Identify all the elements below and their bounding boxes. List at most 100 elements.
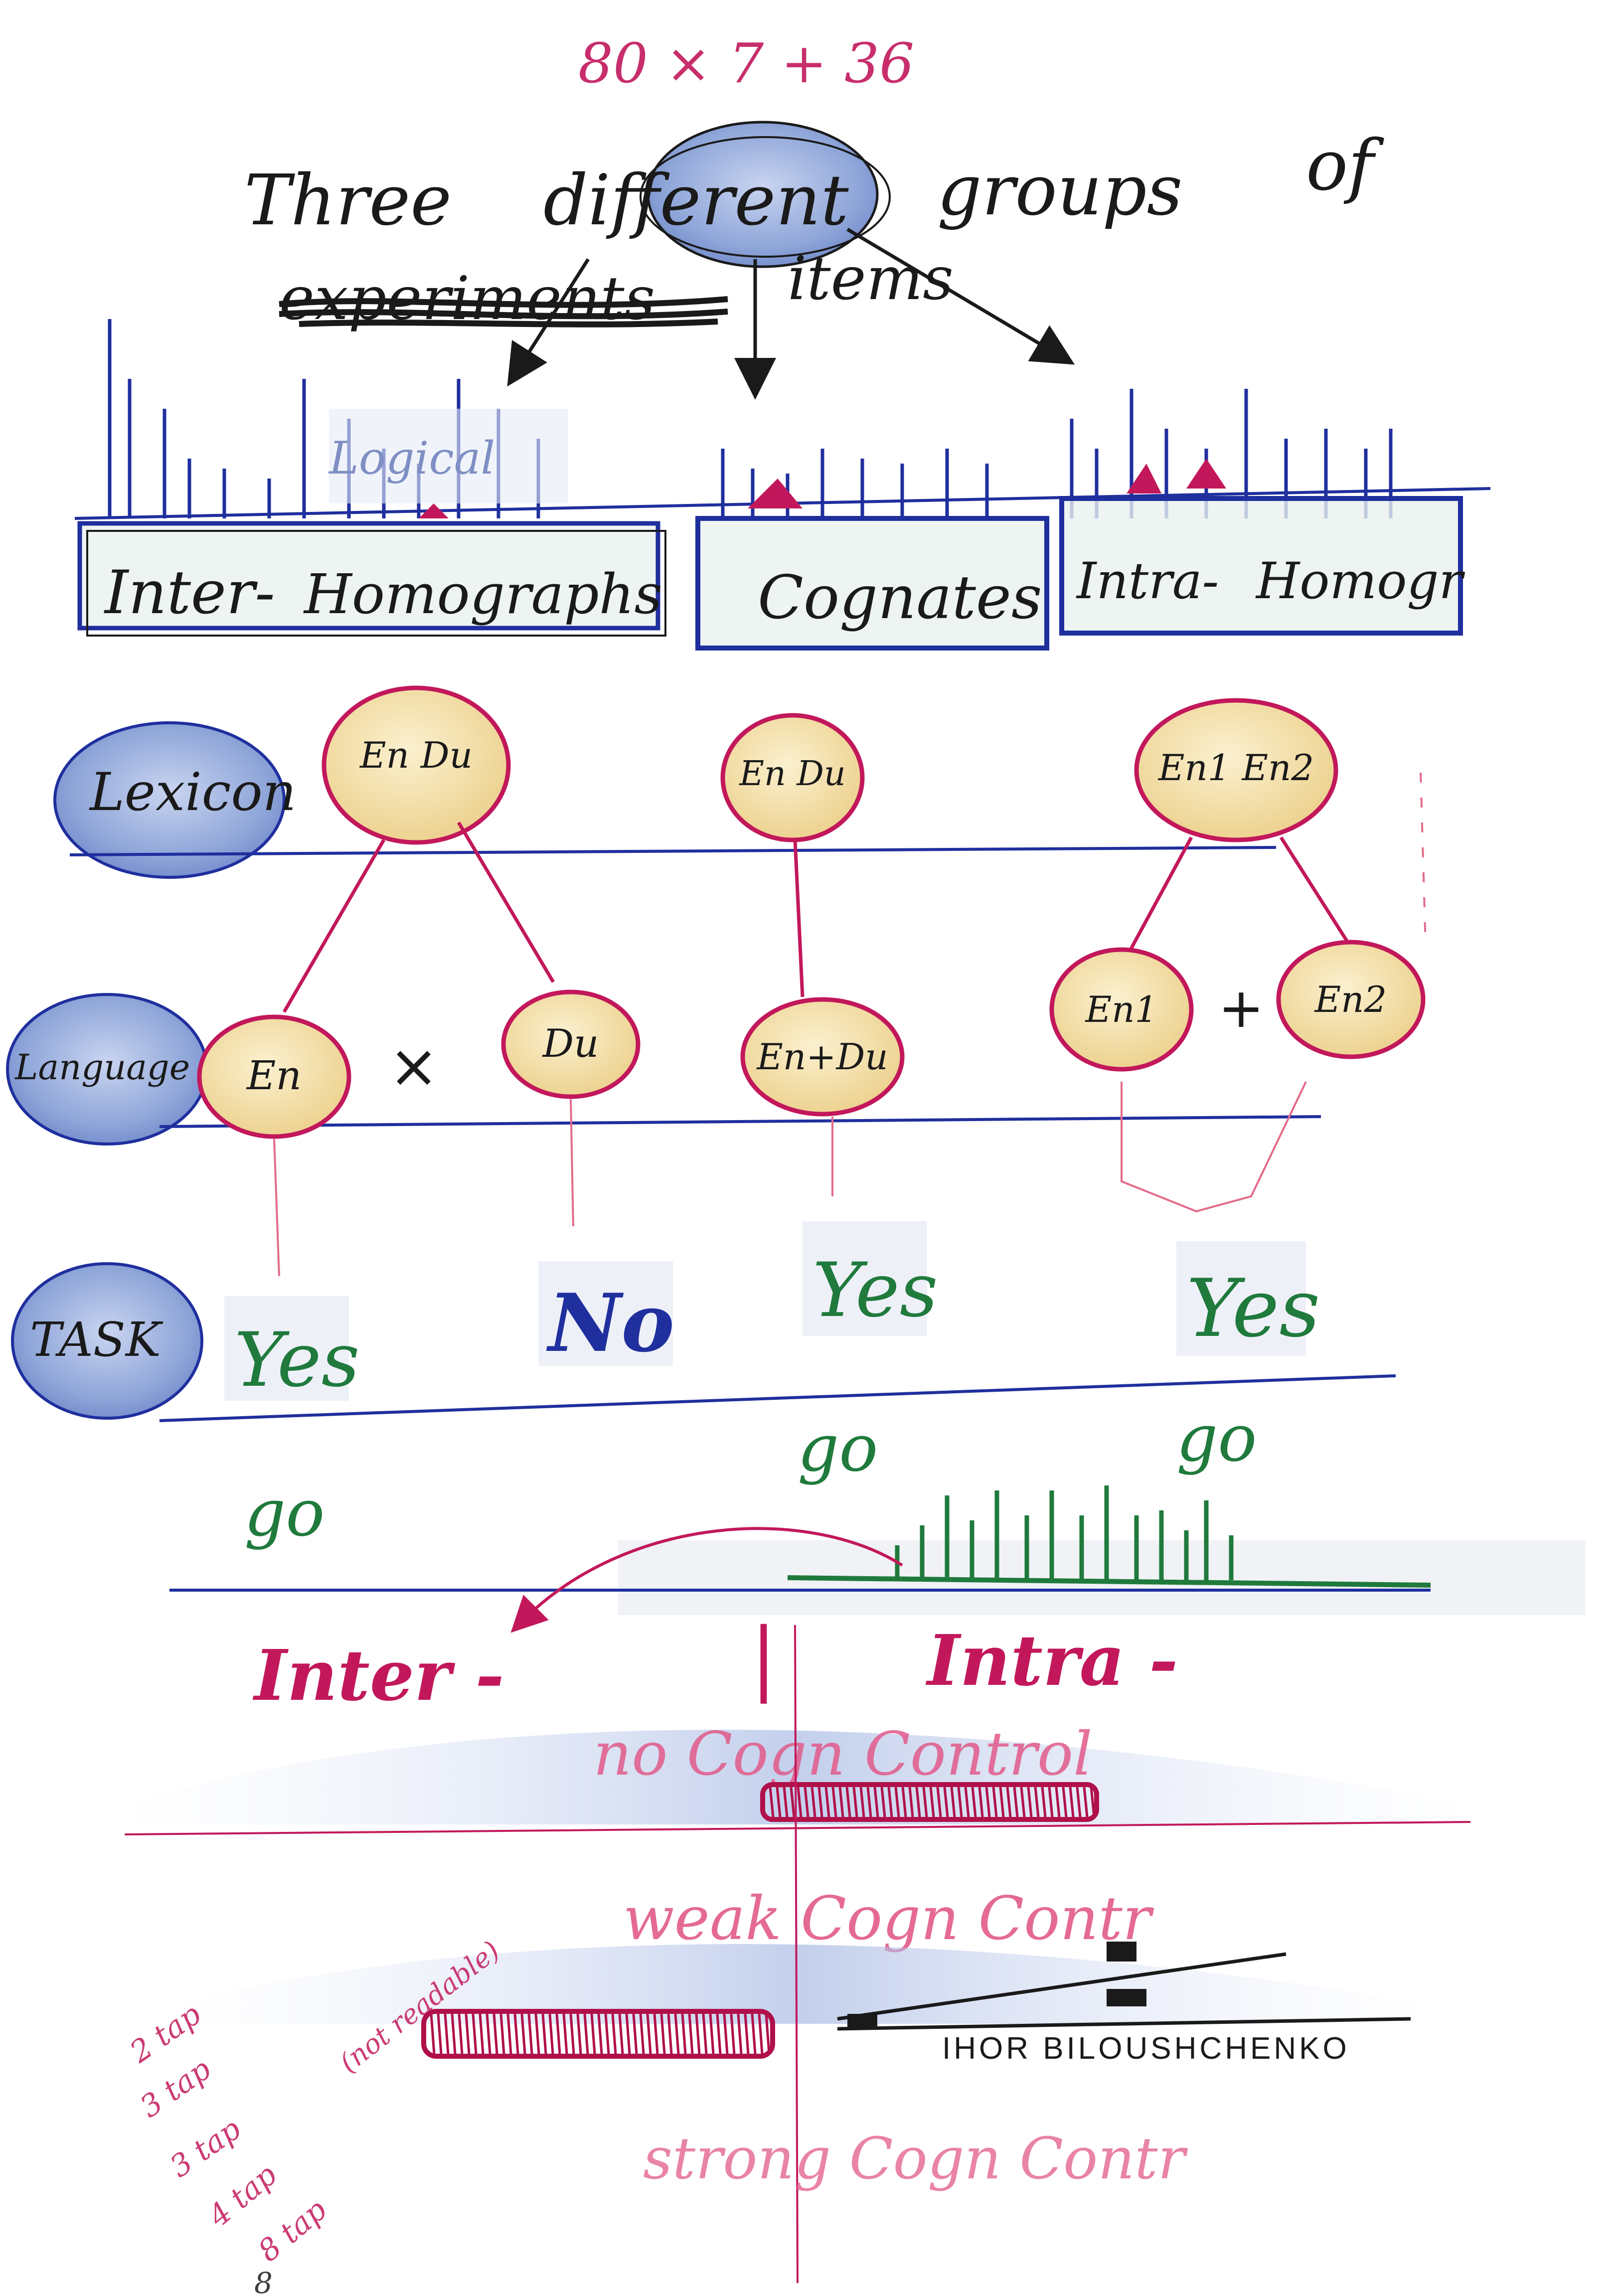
hatch-stroke	[873, 1787, 879, 1817]
hatch-stroke	[681, 2013, 687, 2054]
inter-label: Inter -	[252, 1635, 504, 1717]
task-answer-3: Yes	[812, 1247, 938, 1334]
hatch-stroke	[730, 2013, 736, 2054]
red-spike-marks	[419, 459, 1226, 518]
hatch-stroke	[950, 1787, 956, 1817]
go-label-1: go	[244, 1475, 324, 1551]
hatch-stroke	[625, 2013, 631, 2054]
node-label: Du	[542, 1021, 599, 1066]
hatch-stroke	[790, 1787, 796, 1817]
different-circle-outline	[640, 136, 891, 258]
go-label-2: go	[798, 1410, 878, 1486]
hatch-stroke	[929, 1787, 935, 1817]
answer-wash	[224, 1296, 349, 1401]
hatch-stroke	[548, 2013, 554, 2054]
strike-scribble	[279, 296, 728, 328]
hatch-stroke	[660, 2013, 666, 2054]
row-label-lexicon: Lexicon	[89, 762, 296, 822]
node-label: En Du	[738, 754, 845, 794]
answer-wash	[803, 1221, 927, 1336]
lexicon-node-1: En Du	[322, 685, 511, 845]
hatch-stroke	[1020, 1787, 1026, 1817]
title-word-different: different	[543, 160, 849, 241]
formula-text: 80 × 7 + 36	[578, 31, 914, 95]
lexicon-node-3: En1 En2	[1134, 698, 1338, 842]
hatch-stroke	[810, 1787, 816, 1817]
hatch-stroke	[758, 2013, 764, 2054]
node-circle	[501, 989, 641, 1099]
operator-plus: +	[1218, 976, 1264, 1040]
divider-mark: |	[750, 1611, 777, 1704]
hatch-stroke	[506, 2013, 512, 2054]
hatch-stroke	[859, 1787, 865, 1817]
items-word: items	[788, 244, 954, 314]
hatch-stroke	[541, 2013, 547, 2054]
hatch-stroke	[527, 2013, 533, 2054]
hatch-stroke	[901, 1787, 907, 1817]
hatch-stroke	[646, 2013, 652, 2054]
title-word-three: Three	[244, 160, 452, 241]
hatch-stroke	[667, 2013, 673, 2054]
answer-wash	[1176, 1241, 1306, 1356]
black-marker	[1107, 1989, 1146, 2006]
hatch-stroke	[716, 2013, 722, 2054]
hatch-stroke	[1027, 1787, 1033, 1817]
green-spike-marks	[895, 1485, 1234, 1580]
hatch-stroke	[845, 1787, 851, 1817]
language-node-en1: En1	[1049, 947, 1194, 1072]
lexicon-baseline	[69, 846, 1277, 856]
hatch-stroke	[451, 2013, 457, 2054]
hatch-stroke	[744, 2013, 750, 2054]
inter-arrow	[510, 1527, 903, 1633]
green-timeline	[787, 1575, 1431, 1588]
tape-overlay	[618, 1540, 1585, 1615]
weak-control-label: weak Cogn Contr	[623, 1884, 1154, 1954]
hatch-stroke	[520, 2013, 526, 2054]
node-label: En+Du	[756, 1036, 888, 1078]
margin-note: 4 tap	[201, 2157, 284, 2234]
node-circle	[197, 1014, 351, 1139]
language-node-en: En	[197, 1014, 351, 1139]
hatch-stroke	[688, 2013, 694, 2054]
hatch-stroke	[479, 2013, 485, 2054]
wash-band-1	[125, 1730, 1470, 1824]
title-word-of: of	[1306, 125, 1384, 206]
hatch-stroke	[769, 1787, 775, 1817]
hatch-stroke	[702, 2013, 708, 2054]
strong-baseline	[837, 2017, 1411, 2031]
margin-note: 3 tap	[163, 2112, 247, 2185]
hatch-stroke	[1069, 1787, 1075, 1817]
hatch-stroke	[674, 2013, 680, 2054]
hatch-stroke	[887, 1787, 893, 1817]
task-answer-2: No	[546, 1276, 674, 1370]
overlay-label: Logical	[328, 432, 495, 485]
group-label-b: Cognates	[758, 563, 1042, 633]
hatch-stroke	[534, 2013, 540, 2054]
header: 80 × 7 + 36 Three different groups of ex…	[244, 31, 1384, 400]
hatch-stroke	[776, 1787, 782, 1817]
hatch-stroke	[1062, 1787, 1068, 1817]
hatch-stroke	[943, 1787, 949, 1817]
group-label-b: Homographs	[303, 562, 662, 626]
margin-note: 8	[254, 2266, 273, 2296]
hatch-stroke	[569, 2013, 575, 2054]
node-label: En	[246, 1052, 302, 1099]
node-label: En1 En2	[1157, 747, 1314, 789]
hatch-stroke	[723, 2013, 729, 2054]
hatch-stroke	[1048, 1787, 1054, 1817]
hatch-stroke	[695, 2013, 701, 2054]
no-control-line	[124, 1821, 1471, 1835]
hatch-stroke	[590, 2013, 596, 2054]
wash-band-2	[174, 1944, 1431, 2024]
group-label-a: Intra-	[1076, 552, 1219, 610]
hatch-stroke	[1090, 1787, 1096, 1817]
hatch-stroke	[971, 1787, 977, 1817]
row-label-blob	[11, 1262, 203, 1420]
hatch-stroke	[576, 2013, 582, 2054]
hatch-stroke	[765, 2013, 771, 2054]
control-section: Inter - | Intra - no Cogn Control weak C…	[124, 772, 1471, 2296]
answer-wash	[538, 1261, 673, 1366]
language-baseline	[159, 1115, 1321, 1128]
hatch-stroke	[1006, 1787, 1012, 1817]
hatch-stroke	[985, 1787, 991, 1817]
